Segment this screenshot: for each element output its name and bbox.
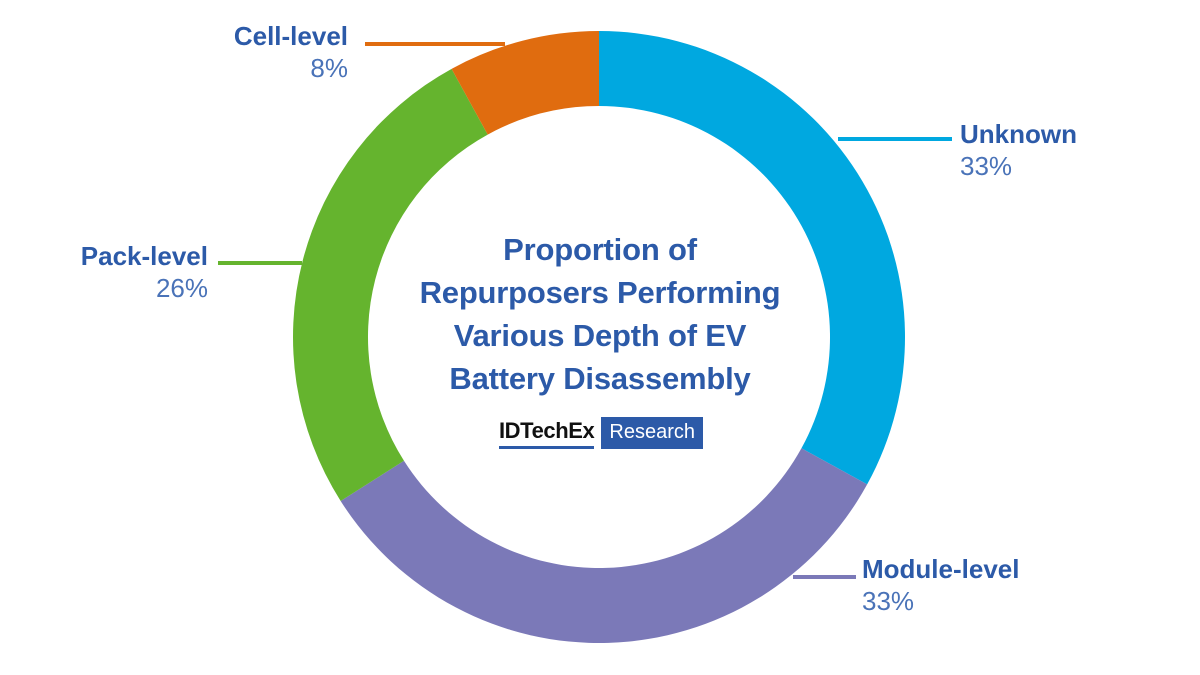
callout-cell-level[interactable]: Cell-level 8% — [58, 20, 348, 84]
callout-cell-level-percent: 8% — [310, 53, 348, 83]
donut-segments — [293, 30, 906, 643]
slice-unknown[interactable] — [599, 31, 906, 485]
chart-title: Proportion of Repurposers Performing Var… — [419, 232, 781, 396]
callout-unknown-category: Unknown — [960, 119, 1077, 149]
slice-module-level[interactable] — [340, 448, 868, 643]
callout-unknown-percent: 33% — [960, 151, 1013, 181]
callout-pack-level-category: Pack-level — [80, 241, 208, 271]
logo-product-badge: Research — [601, 417, 704, 449]
callout-unknown[interactable]: Unknown 33% — [960, 118, 1190, 182]
chart-center-block: Proportion of Repurposers Performing Var… — [380, 228, 820, 449]
callout-cell-level-category: Cell-level — [233, 21, 348, 51]
callout-pack-level-percent: 26% — [155, 273, 208, 303]
slice-cell-level[interactable] — [451, 30, 599, 135]
idtechex-logo: IDTechEx Research — [380, 417, 820, 449]
callout-pack-level[interactable]: Pack-level 26% — [0, 240, 208, 304]
leader-lines — [218, 42, 952, 579]
callout-module-level[interactable]: Module-level 33% — [862, 553, 1102, 617]
logo-brand-text: IDTechEx — [497, 417, 596, 449]
slice-pack-level[interactable] — [293, 68, 488, 501]
callout-module-level-percent: 33% — [862, 586, 915, 616]
callout-module-level-category: Module-level — [862, 554, 1020, 584]
